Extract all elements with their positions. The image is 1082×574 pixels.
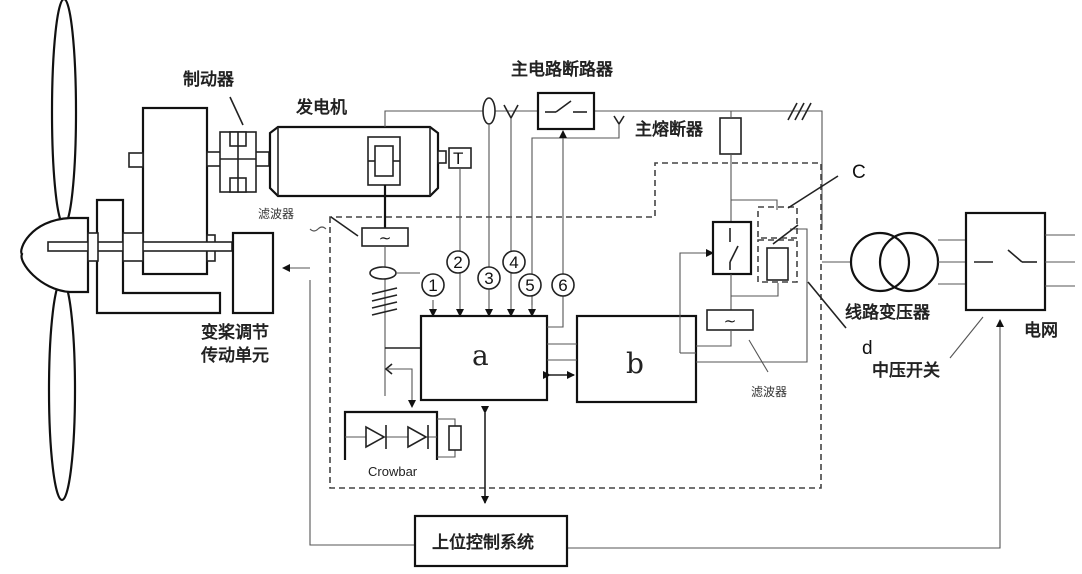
main-fuse-label: 主熔断器 bbox=[635, 119, 704, 140]
stator-bus bbox=[384, 110, 823, 230]
tachometer-label: T bbox=[453, 149, 463, 168]
svg-text:6: 6 bbox=[558, 276, 567, 295]
grid-filter bbox=[706, 309, 754, 331]
signal-4: 4 bbox=[502, 250, 526, 274]
diode-icon bbox=[365, 425, 429, 449]
upper-control-system bbox=[413, 514, 569, 568]
filter-left-label: 滤波器 bbox=[258, 207, 294, 221]
current-transformer-icon bbox=[369, 266, 397, 280]
svg-text:3: 3 bbox=[484, 269, 493, 288]
open-switch-icon bbox=[545, 100, 587, 113]
signal-markers: 1 2 3 4 5 6 bbox=[421, 250, 575, 297]
converter-a bbox=[419, 314, 549, 402]
slip-rings bbox=[367, 136, 401, 186]
pitch-unit-label-1: 变桨调节 bbox=[201, 322, 269, 343]
grid-label: 电网 bbox=[1024, 320, 1058, 341]
brake bbox=[219, 131, 257, 193]
svg-text:2: 2 bbox=[453, 253, 462, 272]
signal-3: 3 bbox=[477, 266, 501, 290]
resistor-icon bbox=[766, 247, 789, 281]
converter-b bbox=[575, 314, 698, 404]
pitch-drive-unit bbox=[231, 231, 275, 315]
generator-body bbox=[268, 125, 440, 198]
current-transformer-icon bbox=[482, 97, 496, 125]
control-line-pitch bbox=[309, 280, 415, 546]
svg-text:5: 5 bbox=[525, 276, 534, 295]
sine-wave-filter-icon: ∼ bbox=[724, 312, 737, 330]
sine-wave-filter-icon: ∼ bbox=[379, 229, 392, 247]
converter-b-label: b bbox=[626, 347, 644, 380]
voltage-sensor-icon bbox=[613, 115, 625, 126]
crowbar-label: Crowbar bbox=[368, 464, 418, 479]
gearbox-mount bbox=[128, 152, 144, 168]
label-d: d bbox=[862, 338, 873, 359]
main-shaft bbox=[47, 232, 233, 262]
voltage-sensor-icon bbox=[384, 363, 393, 375]
nacelle-frame bbox=[95, 198, 222, 315]
three-phase-mark bbox=[371, 287, 398, 316]
svg-text:1: 1 bbox=[428, 276, 437, 295]
generator-label: 发电机 bbox=[295, 97, 347, 118]
svg-text:4: 4 bbox=[509, 253, 518, 272]
line-transformer-label: 线路变压器 bbox=[845, 302, 931, 323]
grid-side-contactor bbox=[711, 220, 753, 276]
main-fuse bbox=[719, 117, 742, 155]
open-switch-icon bbox=[729, 228, 739, 270]
brake-label: 制动器 bbox=[183, 69, 235, 90]
resistor-icon bbox=[448, 425, 462, 451]
mv-switch-label: 中压开关 bbox=[872, 360, 940, 381]
converter-cabinet bbox=[329, 162, 822, 489]
crowbar bbox=[343, 410, 439, 460]
signal-6: 6 bbox=[551, 273, 575, 297]
open-switch-icon bbox=[974, 249, 1037, 263]
main-breaker-label: 主电路断路器 bbox=[511, 59, 614, 80]
component-d bbox=[757, 239, 798, 283]
component-c bbox=[757, 206, 798, 239]
filter-right-label: 滤波器 bbox=[751, 385, 787, 399]
signal-5: 5 bbox=[518, 273, 542, 297]
brake-leader bbox=[229, 96, 244, 126]
signal-1: 1 bbox=[421, 273, 445, 297]
three-phase-mark bbox=[787, 102, 812, 121]
label-c: C bbox=[852, 162, 866, 183]
control-line-mv-switch bbox=[567, 319, 1004, 549]
transformer-icon bbox=[849, 231, 940, 293]
converter-a-label: a bbox=[472, 339, 489, 372]
main-breaker bbox=[536, 91, 596, 131]
rotor-hub bbox=[20, 216, 90, 294]
signal-2: 2 bbox=[446, 250, 470, 274]
pitch-unit-label-2: 传动单元 bbox=[200, 345, 269, 366]
upper-control-label: 上位控制系统 bbox=[432, 532, 534, 553]
